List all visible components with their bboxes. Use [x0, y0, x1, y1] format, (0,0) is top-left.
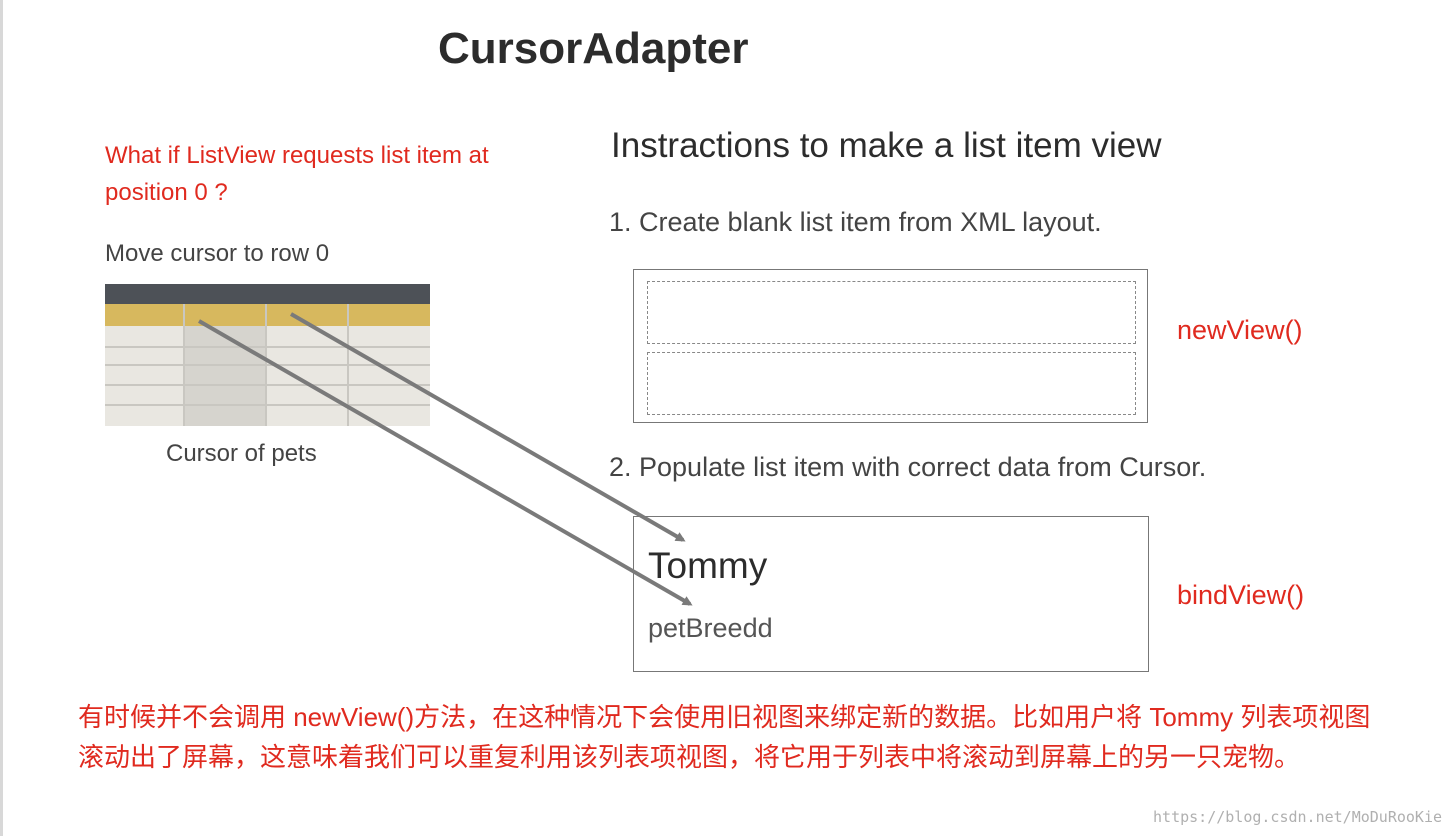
cursor-column-divider [347, 304, 349, 426]
step-1-text: 1. Create blank list item from XML layou… [609, 207, 1102, 237]
populated-list-item-box: Tommy petBreedd [633, 516, 1149, 672]
move-cursor-label: Move cursor to row 0 [105, 240, 330, 267]
new-view-label: newView() [1177, 315, 1303, 345]
watermark-url: https://blog.csdn.net/MoDuRooKie [1153, 808, 1442, 826]
cursor-column-divider [183, 304, 185, 426]
pet-name-text: Tommy [648, 545, 768, 586]
instructions-heading: Instractions to make a list item view [611, 126, 1162, 165]
question-text: What if ListView requests list item at p… [105, 142, 489, 206]
blank-view-slot [647, 352, 1136, 415]
bind-view-label: bindView() [1177, 580, 1305, 610]
explanation-note: 有时候并不会调用 newView()方法，在这种情况下会使用旧视图来绑定新的数据… [78, 702, 1371, 772]
left-edge-divider [0, 0, 3, 836]
cursor-table-header [105, 284, 430, 304]
cursor-column-highlight [183, 326, 265, 426]
cursor-row-divider [105, 384, 430, 386]
cursor-table-label: Cursor of pets [166, 440, 317, 467]
cursor-row-divider [105, 404, 430, 406]
arrow-to-breed [198, 319, 693, 606]
cursor-row-divider [105, 346, 430, 348]
cursor-table [105, 284, 430, 426]
step-2-text: 2. Populate list item with correct data … [609, 452, 1207, 482]
cursor-row-divider [105, 364, 430, 366]
arrow-to-name [290, 312, 686, 542]
page-title: CursorAdapter [438, 24, 749, 73]
blank-view-slot [647, 281, 1136, 344]
blank-list-item-box [633, 269, 1148, 423]
pet-breed-text: petBreedd [648, 613, 773, 643]
cursor-column-divider [265, 304, 267, 426]
